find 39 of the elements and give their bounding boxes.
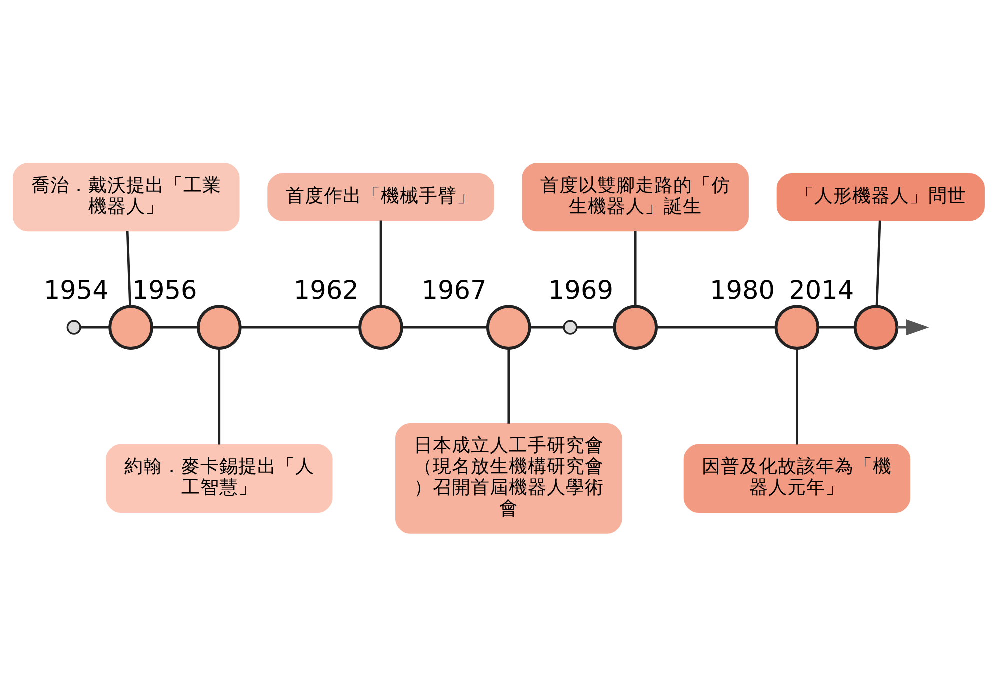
connector	[876, 220, 882, 307]
connector	[656, 326, 776, 329]
node-circle	[197, 305, 242, 350]
node-label: 1969	[548, 276, 614, 306]
connector	[152, 326, 198, 329]
connector	[402, 326, 488, 329]
node-label: 1967	[422, 276, 487, 306]
node-box: 日本成立人工手研究會（現名放生機構研究會）召開首屆機器人學術會	[396, 423, 622, 534]
node-circle	[66, 320, 82, 335]
node-circle	[486, 305, 532, 350]
connector	[530, 326, 564, 329]
node-label: 1962	[294, 276, 359, 306]
node-circle	[358, 305, 404, 350]
connector	[508, 348, 510, 424]
node-circle	[108, 305, 154, 350]
connector	[380, 220, 382, 306]
node-label: 1956	[132, 276, 198, 306]
node-circle	[774, 305, 820, 350]
connector	[126, 231, 132, 307]
node-box: 首度以雙腳走路的「仿生機器人」誕生	[522, 163, 749, 232]
node-box: 約翰．麥卡錫提出「人工智慧」	[106, 444, 333, 513]
node-box: 首度作出「機械手臂」	[268, 174, 494, 222]
node-label: 1954	[44, 276, 109, 306]
node-box: 「人形機器人」問世	[776, 174, 985, 222]
connector	[796, 348, 798, 445]
connector	[634, 231, 637, 307]
node-circle	[613, 305, 658, 350]
connector	[80, 326, 110, 329]
node-box: 喬治．戴沃提出「工業機器人」	[13, 163, 240, 232]
connector	[818, 326, 855, 329]
connector	[218, 348, 221, 445]
node-box: 因普及化故該年為「機器人元年」	[684, 444, 911, 513]
node-label: 2014	[789, 276, 854, 306]
node-label: 1980	[710, 276, 776, 306]
node-circle	[563, 320, 578, 335]
arrow	[897, 319, 930, 336]
connector	[240, 326, 360, 329]
node-circle	[854, 305, 899, 350]
connector	[577, 326, 615, 329]
